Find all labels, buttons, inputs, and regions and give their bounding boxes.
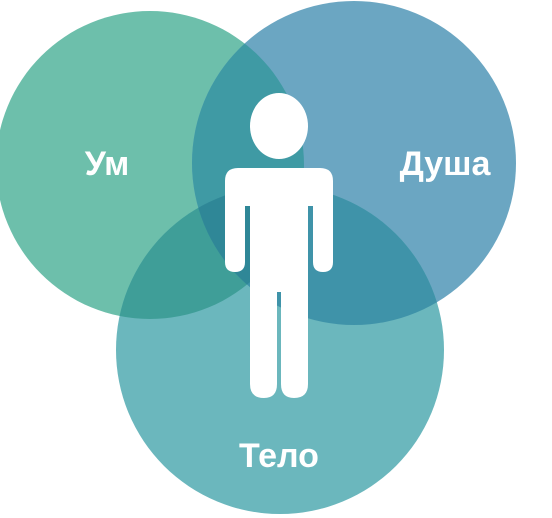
overlap-mind-body (116, 186, 304, 319)
label-soul: Душа (400, 145, 492, 183)
person-icon (225, 93, 333, 398)
label-mind: Ум (85, 145, 130, 183)
label-body: Тело (239, 437, 319, 475)
